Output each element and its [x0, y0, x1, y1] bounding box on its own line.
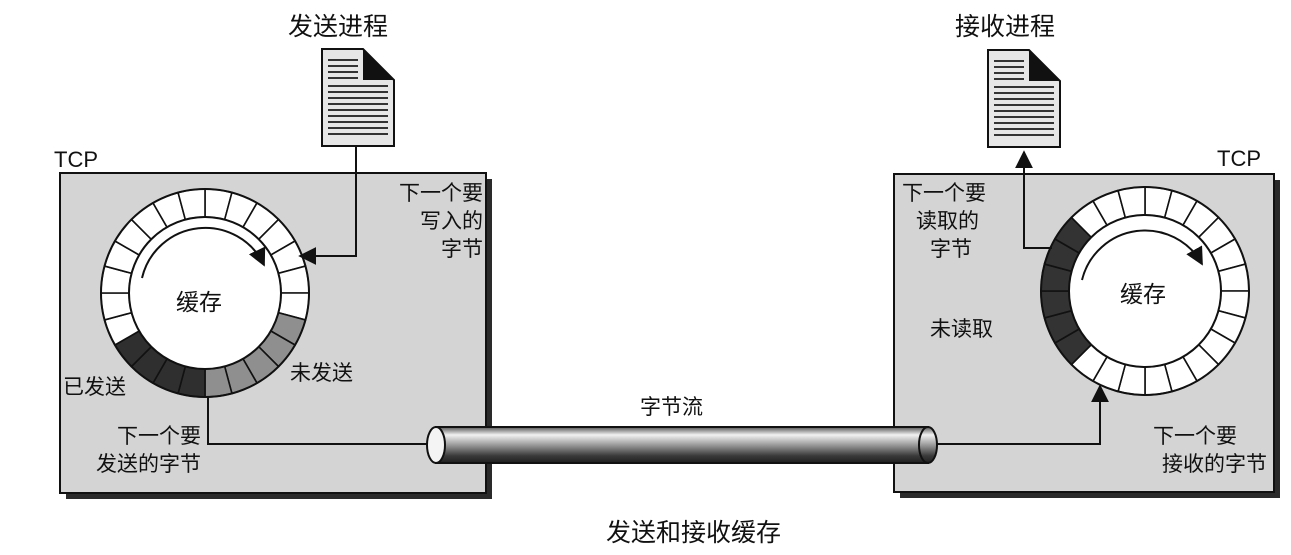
- stream-label: 字节流: [640, 395, 703, 419]
- receiver-read-pointer-line: [1015, 150, 1052, 249]
- receiver-buffer-center: [1068, 214, 1222, 368]
- receiver-buffer-outline: [1040, 186, 1250, 396]
- sender-next-write-line-2: 写入的: [420, 209, 483, 233]
- sender-circular-buffer: [100, 188, 310, 398]
- receiver-buffer-label: 缓存: [1120, 282, 1166, 308]
- sender-tcp-label: TCP: [54, 147, 98, 172]
- receiver-rotation-arrow: [1081, 229, 1203, 281]
- figure-caption: 发送和接收缓存: [606, 518, 782, 547]
- sender-sent-label: 已发送: [63, 375, 126, 399]
- sender-next-send-line-1: 下一个要: [117, 424, 201, 448]
- sender-buffer-outline: [100, 188, 310, 398]
- receiver-process-document-icon: [987, 49, 1061, 148]
- sender-send-pointer-line: [207, 396, 436, 445]
- receiver-next-receive-line-1: 下一个要: [1153, 424, 1237, 448]
- sender-write-pointer-line: [298, 146, 357, 265]
- sender-next-send-line-2: 发送的字节: [96, 452, 201, 476]
- byte-stream-pipe: [426, 426, 938, 464]
- receiver-next-read-line-2: 读取的: [916, 209, 979, 233]
- receiver-next-receive-line-2: 接收的字节: [1162, 452, 1267, 476]
- receiver-unread-label: 未读取: [930, 317, 993, 341]
- receiver-next-read-line-1: 下一个要: [902, 181, 986, 205]
- sender-unsent-label: 未发送: [290, 361, 353, 385]
- receiver-receive-pointer-line: [936, 384, 1109, 445]
- sender-buffer-label: 缓存: [176, 290, 222, 316]
- sender-buffer-center: [128, 216, 282, 370]
- receiver-circular-buffer: [1040, 186, 1250, 396]
- sender-rotation-arrow: [141, 226, 266, 279]
- sender-next-write-line-1: 下一个要: [399, 181, 483, 205]
- receiver-process-label: 接收进程: [955, 12, 1056, 41]
- sender-process-label: 发送进程: [288, 12, 389, 41]
- receiver-tcp-label: TCP: [1217, 146, 1261, 171]
- sender-next-write-line-3: 字节: [441, 237, 483, 261]
- sender-process-document-icon: [321, 48, 395, 147]
- receiver-next-read-line-3: 字节: [930, 237, 972, 261]
